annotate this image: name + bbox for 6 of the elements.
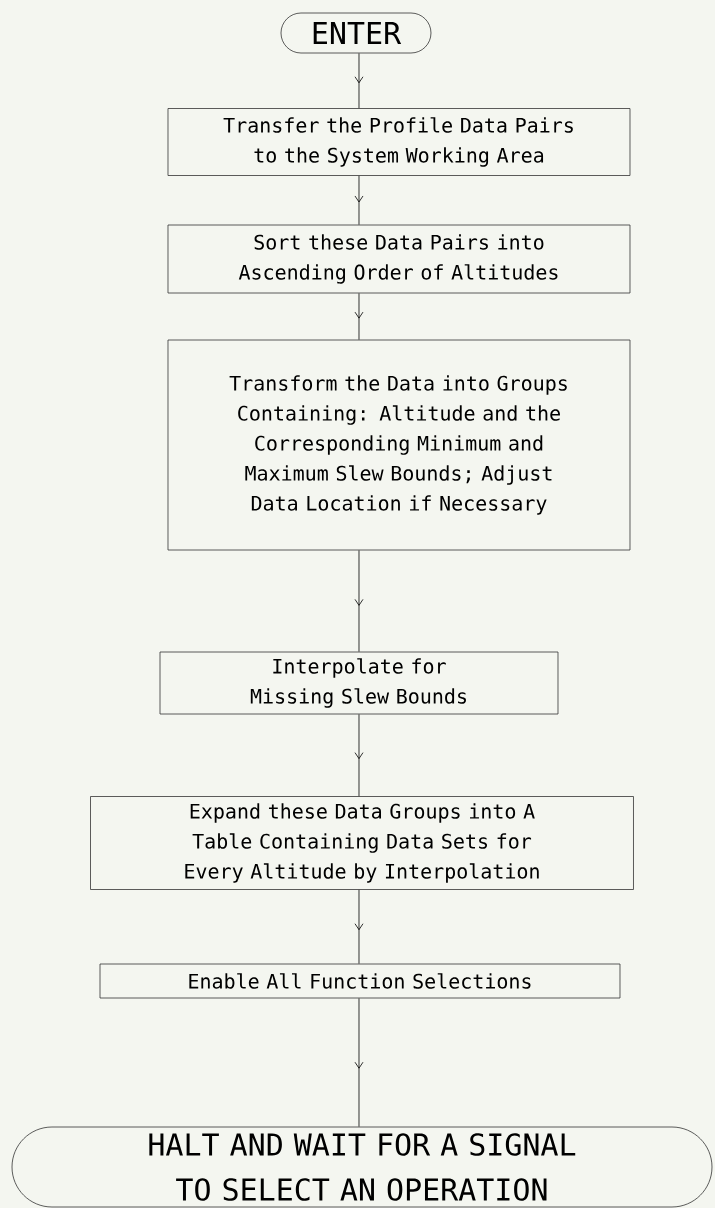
process-box: Transfer the Profile Data Pairs to the System Working Area (167, 108, 631, 176)
process-box: Interpolate for Missing Slew Bounds (159, 651, 559, 715)
process-box: Transform the Data into Groups Containing: Altitude and the Corresponding Minimum and Maximum Slew Bounds; Adjust Data Location if Necessary (167, 339, 631, 551)
process-box: Sort these Data Pairs into Ascending Order of Altitudes (167, 224, 631, 294)
process-box: Expand these Data Groups into A Table Containing Data Sets for Every Altitude by Interpolation (90, 796, 634, 890)
process-box: Enable All Function Selections (99, 963, 621, 999)
